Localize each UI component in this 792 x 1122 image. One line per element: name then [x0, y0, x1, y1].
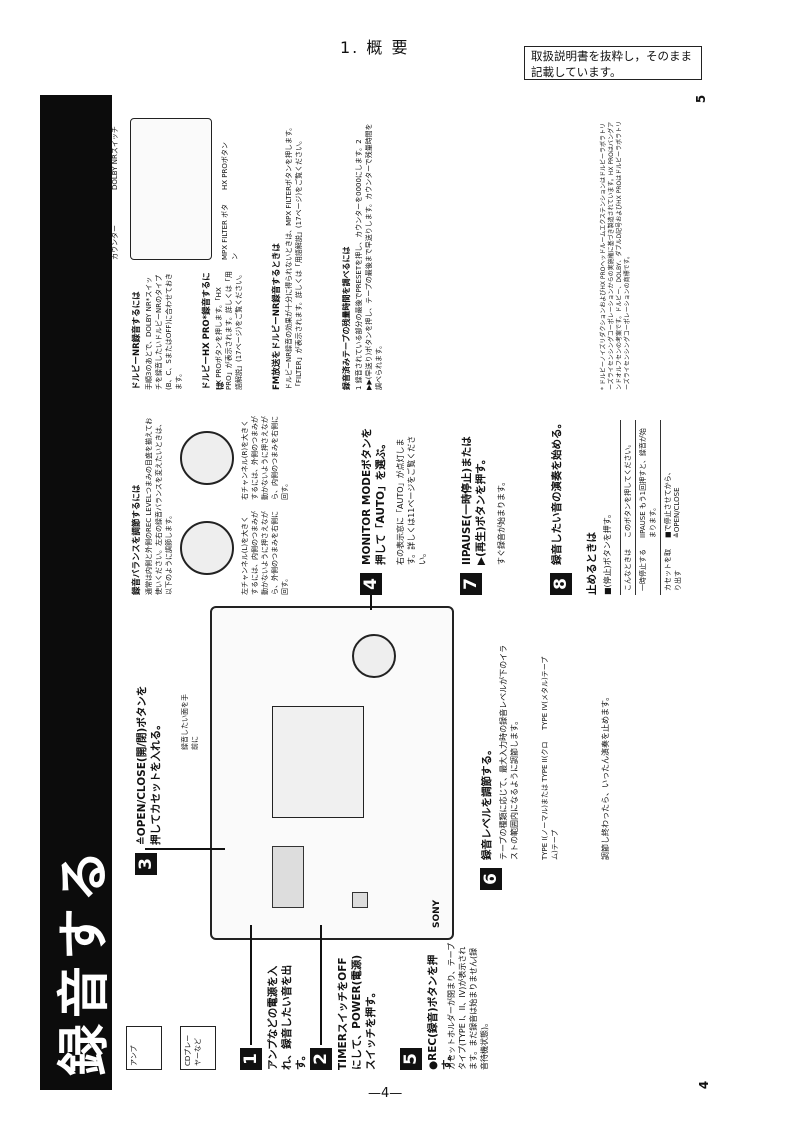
page-side-right: 5: [694, 94, 709, 104]
leader-line: [320, 925, 322, 1045]
power-switch: [352, 892, 368, 908]
step-8-head: 録音したい音の演奏を始める。: [551, 418, 563, 565]
dolby-head: ドルビーNR録音するには: [132, 291, 142, 390]
label-hx: HX PROボタン: [221, 142, 229, 190]
page-number: —4—: [368, 1086, 403, 1101]
step-7-number: 7: [460, 573, 482, 595]
hx-body: HX PROボタンを押します。「HX PRO」が表示されます。詳しくは「用語解説…: [215, 270, 243, 390]
tip-body: 1 録音されている部分の最後でPRESETを押し、カウンターを0000にします。…: [355, 123, 383, 390]
transport-buttons: [272, 846, 304, 908]
table-header: このボタンを押してください。: [620, 420, 636, 543]
step-7-head: IIPAUSE(一時停止)または▶(再生)ボタンを押す。: [461, 436, 487, 565]
table-cell: 一時停止する: [635, 542, 661, 595]
amp-label: アンプ: [130, 1045, 138, 1066]
step-6-number: 6: [480, 868, 502, 890]
deck-brand: SONY: [432, 899, 442, 928]
table-row: カセットを取り出す■で停止させてから、≙OPEN/CLOSE: [660, 420, 685, 595]
leader-line: [145, 848, 225, 850]
label-counter: カウンター: [111, 225, 119, 260]
step-2-head: TIMERスイッチをOFFにして、POWER(電源)スイッチを押す。: [337, 954, 377, 1070]
balance-left: 左チャンネル(L)を大きくするには、内側のつまみが動かないように押さえながら、外…: [241, 511, 289, 595]
footnote: * ドルビーノイズリダクションおよびHX PROヘッドルームエクステンションはド…: [600, 120, 631, 390]
dolby-body: 手順3のあとで、DOLBY NR*スイッチを録音したいドルビーNRのタイプ(B、…: [145, 273, 183, 390]
leader-line: [250, 925, 252, 1045]
step-6-body: テープの種類に応じて、最大入力時の録音レベルが下のイラストの範囲内になるように調…: [499, 644, 519, 860]
title-band: 録音する: [40, 95, 115, 1090]
step-8-number: 8: [550, 573, 572, 595]
tape-after: 調節し終わったら、いったん演奏を止めます。: [601, 692, 610, 860]
table-cell: カセットを取り出す: [660, 542, 685, 595]
stop-body: ■(停止)ボタンを押す。: [603, 510, 612, 595]
amp-box: アンプ: [126, 1026, 162, 1070]
table-cell: IIPAUSE もう1回押すと、録音が始まります。: [635, 420, 661, 543]
manual-title: 録音する: [55, 843, 115, 1076]
section-title: 1. 概 要: [340, 38, 410, 57]
balance-knob-right: [180, 431, 234, 485]
step-3-note: 録音したい面を手前に: [181, 694, 199, 750]
step-2-number: 2: [310, 1048, 332, 1070]
step-5-number: 5: [400, 1048, 422, 1070]
page-side-left: 4: [697, 1080, 712, 1090]
manual-page-content: 録音する アンプ CDプレーヤーなど 1 アンプなどの電源を入れ、録音したい音を…: [40, 95, 720, 1090]
step-1-number: 1: [240, 1048, 262, 1070]
balance-knob-left: [180, 521, 234, 575]
balance-head: 録音バランスを調節するには: [132, 484, 142, 595]
balance-right: 右チャンネル(R)を大きくするには、外側のつまみが動かないように押さえながら、内…: [241, 416, 289, 500]
stop-head: 止めるときは: [586, 532, 598, 595]
manual-page: 録音する アンプ CDプレーヤーなど 1 アンプなどの電源を入れ、録音したい音を…: [40, 95, 720, 1090]
fm-head: FM放送をドルビーNR録音するときは: [272, 243, 282, 390]
step-7-body: すぐ録音が始まります。: [497, 477, 506, 565]
table-cell: ■で停止させてから、≙OPEN/CLOSE: [660, 420, 685, 543]
fm-body: ドルビーNR録音の効果が十分に得られないときは、MPX FILTERボタンを押し…: [285, 123, 303, 390]
balance-body: 通常は内側と外側のREC LEVELつまみの目盛を揃えてお使いください。左右の録…: [145, 417, 173, 595]
step-3-head: ≙OPEN/CLOSE(開/閉)ボタンを押してカセットを入れる。: [136, 685, 162, 845]
cassette-deck-illustration: SONY: [210, 606, 454, 940]
step-3-number: 3: [135, 853, 157, 875]
step-4-number: 4: [360, 573, 382, 595]
step-6-head: 録音レベルを調節する。: [481, 744, 493, 861]
step-4-body: 右の表示窓に「AUTO」が点灯します。詳しくは11ページをご覧ください。: [396, 435, 427, 565]
cd-box: CDプレーヤーなど: [180, 1026, 216, 1070]
note-box: 取扱説明書を抜粋し，そのまま記載しています。: [524, 46, 702, 80]
rec-level-knob: [352, 634, 396, 678]
deck-detail-illustration: [130, 118, 212, 260]
table-header: こんなときは: [620, 542, 636, 595]
tape-type-1: TYPE I(ノーマル)または TYPE II(クロム)テープ: [541, 741, 559, 860]
label-mpx: MPX FILTER ボタン: [221, 203, 239, 260]
step-5-body: カセットホルダーが閉まり、テープタイプ(TYPE I、II、IV)が表示されます…: [447, 942, 489, 1070]
step-4-head: MONITOR MODEボタンを押して「AUTO」を選ぶ。: [361, 427, 387, 565]
tape-type-4: TYPE IV(メタル)テープ: [541, 656, 549, 730]
leader-line: [370, 595, 372, 610]
table-row: こんなときはこのボタンを押してください。: [620, 420, 636, 595]
cd-label: CDプレーヤーなど: [184, 1034, 202, 1066]
cassette-window: [272, 706, 364, 818]
tip-head: 録音済みテープの残量時間を調べるには: [342, 246, 351, 390]
label-dolby: DOLBY NRスイッチ: [111, 126, 119, 190]
step-1-head: アンプなどの電源を入れ、録音したい音を出す。: [267, 964, 307, 1070]
